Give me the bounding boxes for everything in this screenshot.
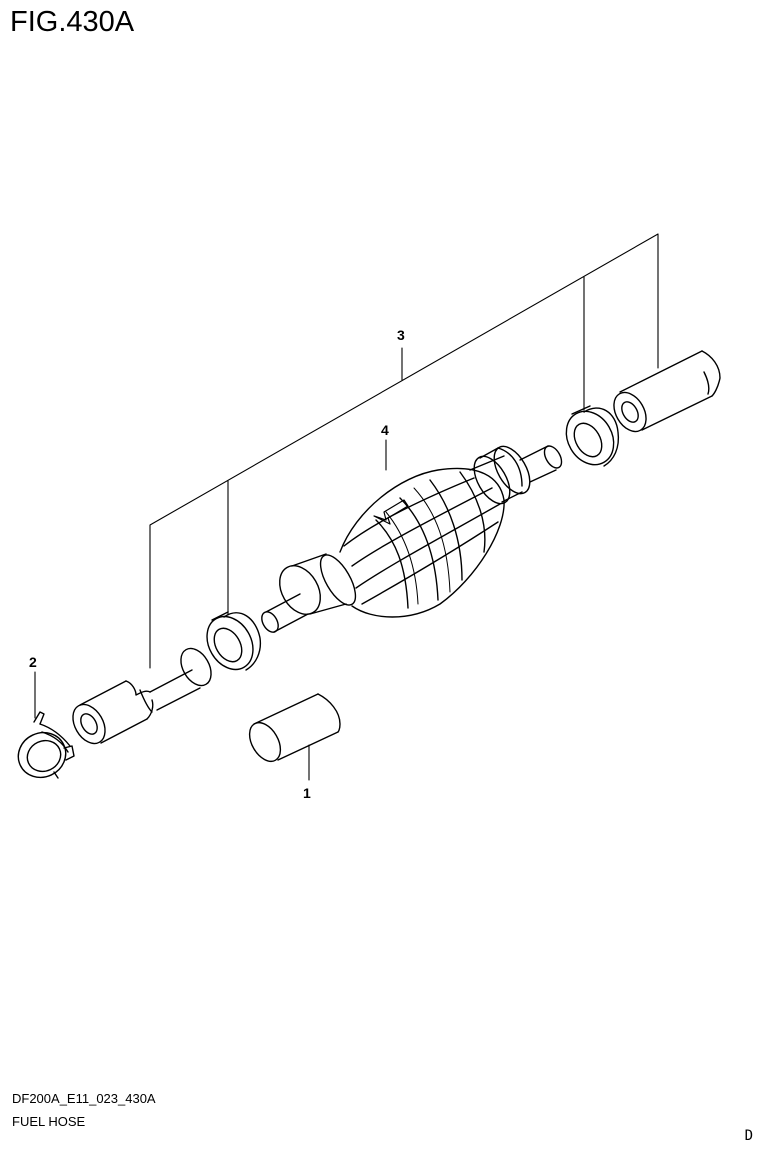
hose-segment-lower-left xyxy=(72,647,212,745)
callout-1: 1 xyxy=(303,785,311,801)
primer-bulb xyxy=(261,445,563,633)
footer-diagram-name: FUEL HOSE xyxy=(12,1114,86,1129)
callout-3: 3 xyxy=(397,327,405,343)
hose-segment-upper-right xyxy=(613,350,721,433)
hose-clamp xyxy=(17,711,75,779)
callout-2: 2 xyxy=(29,654,37,670)
figure-title: FIG.430A xyxy=(10,6,135,38)
footer-diagram-code: DF200A_E11_023_430A xyxy=(12,1091,156,1106)
hose-short xyxy=(248,693,341,763)
page-letter: D xyxy=(744,1128,753,1144)
hose-ring-right xyxy=(565,405,620,467)
hose-ring-left xyxy=(206,611,262,671)
leader-lines-item-3 xyxy=(149,233,659,669)
callout-4: 4 xyxy=(381,422,389,438)
